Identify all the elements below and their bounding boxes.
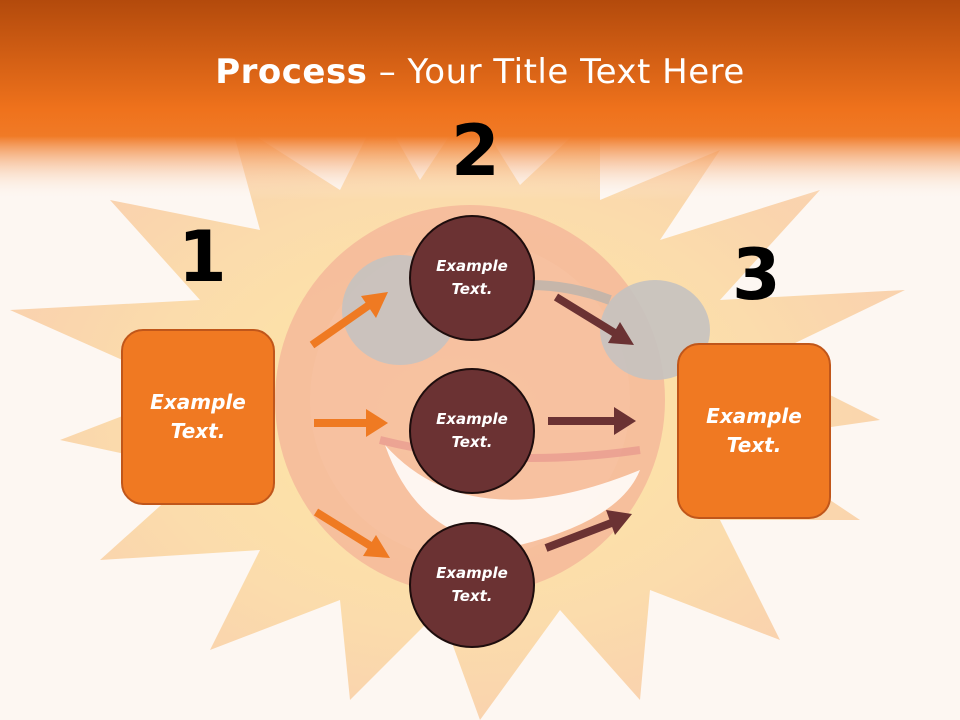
step-number-2: 2 <box>451 110 500 192</box>
circle-bottom-label: Example Text. <box>436 564 508 605</box>
circle-middle: Example Text. <box>409 368 535 494</box>
arrow-circle-top-to-3 <box>553 293 634 345</box>
title-bold: Process <box>215 52 368 92</box>
title-rest: – Your Title Text Here <box>367 52 745 92</box>
arrow-circle-mid-to-3 <box>548 407 636 435</box>
arrow-1-to-circle-bot <box>313 508 390 558</box>
step-number-1: 1 <box>178 216 227 298</box>
circle-middle-label: Example Text. <box>436 410 508 451</box>
arrow-circle-bot-to-3 <box>544 510 632 552</box>
arrow-1-to-circle-mid <box>314 409 388 437</box>
arrow-1-to-circle-top <box>309 292 388 349</box>
step-box-3-label: Example Text. <box>706 404 802 457</box>
step-box-1: Example Text. <box>121 329 275 505</box>
circle-top-label: Example Text. <box>436 257 508 298</box>
step-number-3: 3 <box>732 234 781 316</box>
step-box-1-label: Example Text. <box>150 390 246 443</box>
step-box-3: Example Text. <box>677 343 831 519</box>
circle-bottom: Example Text. <box>409 522 535 648</box>
page-title: Process – Your Title Text Here <box>0 52 960 92</box>
circle-top: Example Text. <box>409 215 535 341</box>
